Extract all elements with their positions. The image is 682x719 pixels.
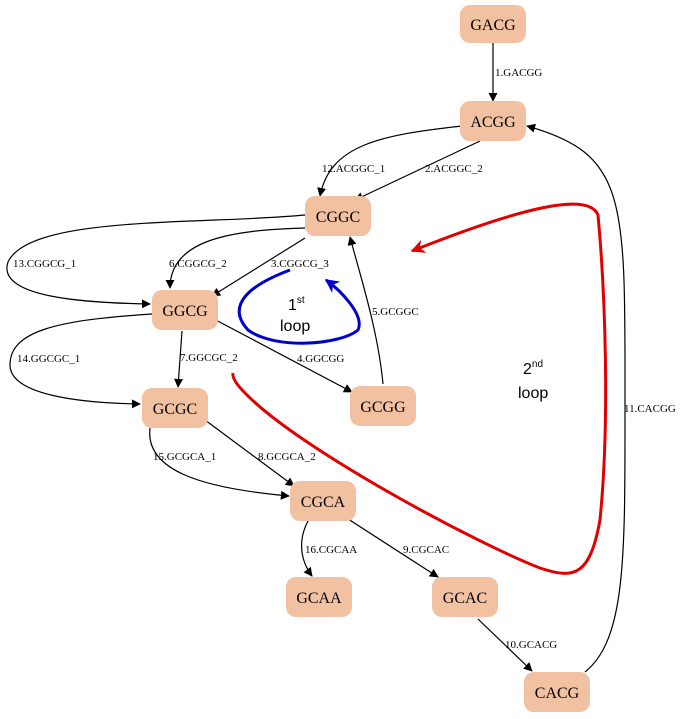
edge-9 bbox=[344, 516, 439, 578]
edge-2 bbox=[354, 140, 481, 201]
second-loop-word: loop bbox=[518, 385, 548, 402]
node-CGCA: CGCA bbox=[290, 481, 356, 521]
edge-label-15: 15.GCGCA_1 bbox=[153, 451, 216, 463]
second-loop-arrow bbox=[231, 202, 608, 575]
edge-14 bbox=[9, 313, 153, 409]
edge-3 bbox=[211, 237, 306, 297]
node-label: ACGG bbox=[470, 114, 516, 131]
node-GCGG: GCGG bbox=[350, 386, 416, 426]
node-label: GCAA bbox=[296, 590, 342, 607]
node-label: GGCG bbox=[162, 303, 208, 320]
node-ACGG: ACGG bbox=[460, 101, 526, 141]
edge-label-4: 4.GGCGG bbox=[297, 353, 344, 365]
edge-16 bbox=[301, 520, 313, 577]
nodes: GACG ACGG CGGC GGCG GCGG GCGC CGCA GCAA bbox=[142, 5, 590, 712]
edge-label-1: 1.GACGG bbox=[495, 67, 542, 79]
edge-5 bbox=[347, 236, 384, 385]
edge-7 bbox=[174, 330, 184, 388]
first-loop-annotation: 1st loop bbox=[237, 268, 361, 345]
edge-label-13: 13.CGGCG_1 bbox=[13, 258, 76, 270]
edges bbox=[6, 43, 626, 673]
edge-label-14: 14.GGCGC_1 bbox=[17, 353, 80, 365]
second-loop-annotation: 2nd loop bbox=[231, 202, 608, 575]
first-loop-arrow bbox=[237, 268, 361, 345]
edge-label-6: 6.CGGCG_2 bbox=[169, 258, 227, 270]
node-GCAA: GCAA bbox=[286, 577, 352, 617]
node-GCAC: GCAC bbox=[432, 577, 498, 617]
edge-15 bbox=[149, 427, 290, 500]
node-label: GCGG bbox=[360, 399, 406, 416]
edge-label-3: 3.CGGCG_3 bbox=[271, 258, 329, 270]
node-label: GACG bbox=[470, 17, 516, 34]
node-label: CGGC bbox=[316, 209, 360, 226]
edge-labels: 1.GACGG 12.ACGGC_1 2.ACGGC_2 13.CGGCG_1 … bbox=[13, 67, 676, 651]
node-CACG: CACG bbox=[524, 672, 590, 712]
edge-label-12: 12.ACGGC_1 bbox=[322, 163, 385, 175]
edge-8 bbox=[204, 419, 295, 487]
first-loop-word: loop bbox=[280, 318, 310, 335]
edge-label-5: 5.GCGGC bbox=[372, 306, 419, 318]
second-loop-label: 2nd bbox=[523, 359, 543, 378]
edge-label-16: 16.CGCAA bbox=[305, 544, 357, 556]
edge-label-9: 9.CGCAC bbox=[403, 544, 449, 556]
first-loop-label: 1st bbox=[288, 295, 305, 314]
edge-label-7: 7.GGCGC_2 bbox=[180, 352, 238, 364]
node-GACG: GACG bbox=[460, 5, 526, 43]
edge-label-10: 10.GCACG bbox=[505, 639, 557, 651]
edge-label-8: 8.GCGCA_2 bbox=[258, 451, 316, 463]
node-label: CACG bbox=[535, 685, 580, 702]
edge-6 bbox=[165, 227, 306, 289]
edge-label-2: 2.ACGGC_2 bbox=[425, 163, 483, 175]
node-GCGC: GCGC bbox=[142, 388, 208, 428]
node-CGGC: CGGC bbox=[305, 196, 371, 236]
node-label: GCAC bbox=[443, 590, 487, 607]
edge-label-11: 11.CACGG bbox=[624, 403, 676, 415]
node-label: GCGC bbox=[153, 401, 197, 418]
node-label: CGCA bbox=[301, 494, 346, 511]
edge-13 bbox=[6, 214, 306, 309]
edge-12 bbox=[317, 125, 463, 197]
edge-4 bbox=[211, 317, 353, 393]
edge-11 bbox=[526, 123, 626, 673]
node-GGCG: GGCG bbox=[152, 290, 218, 330]
edge-10 bbox=[477, 618, 533, 672]
